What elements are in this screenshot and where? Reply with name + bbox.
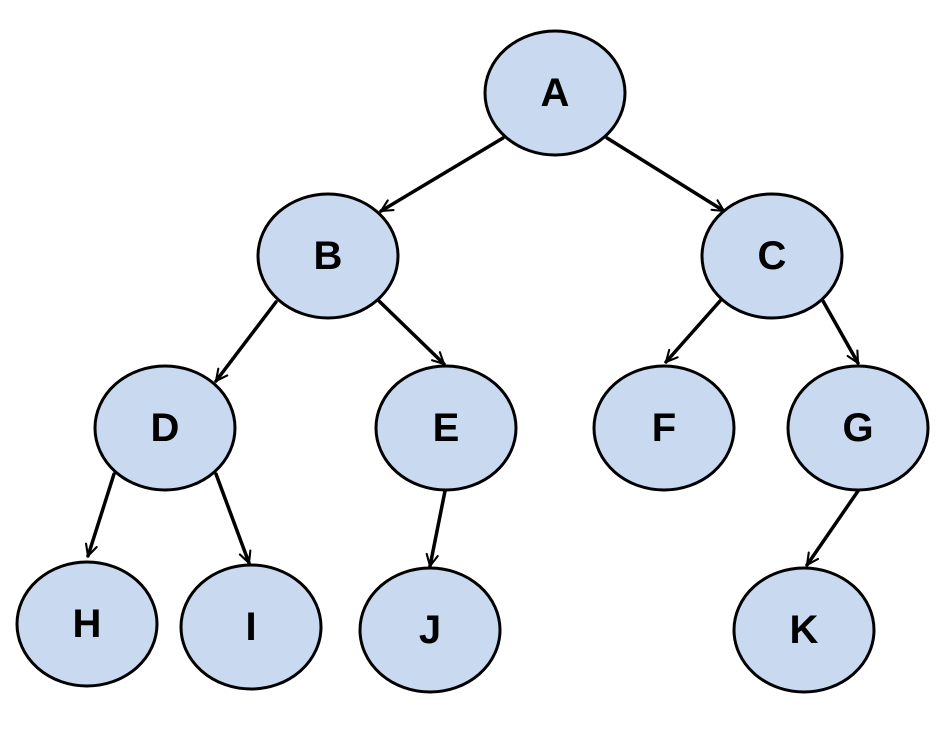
edge-c-f (664, 299, 722, 364)
node-g-label: G (842, 406, 873, 450)
tree-node-d: D (93, 364, 237, 492)
node-a-circle (483, 29, 627, 157)
node-f-circle (592, 364, 736, 492)
edges-group (84, 136, 860, 568)
edge-b-d (214, 300, 278, 383)
edge-c-g (821, 299, 860, 365)
node-d-label: D (151, 406, 180, 450)
node-k-circle (732, 566, 876, 694)
tree-node-f: F (592, 364, 736, 492)
node-f-label: F (652, 406, 676, 450)
edge-a-c (605, 136, 726, 213)
node-c-circle (700, 192, 844, 320)
node-c-label: C (758, 234, 787, 278)
edge-d-i (214, 472, 252, 565)
edge-a-b (379, 136, 505, 213)
tree-node-h: H (15, 560, 159, 688)
node-e-circle (374, 364, 518, 492)
node-d-circle (93, 364, 237, 492)
nodes-group: A B C D E F G H (15, 29, 930, 694)
edge-g-k (805, 489, 860, 567)
node-h-circle (15, 560, 159, 688)
tree-node-k: K (732, 566, 876, 694)
tree-node-c: C (700, 192, 844, 320)
edge-b-e (377, 299, 446, 366)
node-g-circle (786, 364, 930, 492)
node-i-circle (179, 563, 323, 691)
node-a-label: A (541, 71, 570, 115)
node-k-label: K (790, 608, 819, 652)
edge-e-j (425, 489, 447, 568)
node-b-label: B (314, 234, 343, 278)
node-i-label: I (245, 605, 256, 649)
node-j-label: J (419, 608, 441, 652)
node-b-circle (256, 192, 400, 320)
tree-node-b: B (256, 192, 400, 320)
tree-node-g: G (786, 364, 930, 492)
tree-node-a: A (483, 29, 627, 157)
node-j-circle (358, 566, 502, 694)
tree-node-e: E (374, 364, 518, 492)
tree-node-j: J (358, 566, 502, 694)
tree-node-i: I (179, 563, 323, 691)
node-e-label: E (433, 406, 460, 450)
edge-d-h (84, 472, 116, 558)
node-h-label: H (73, 602, 102, 646)
